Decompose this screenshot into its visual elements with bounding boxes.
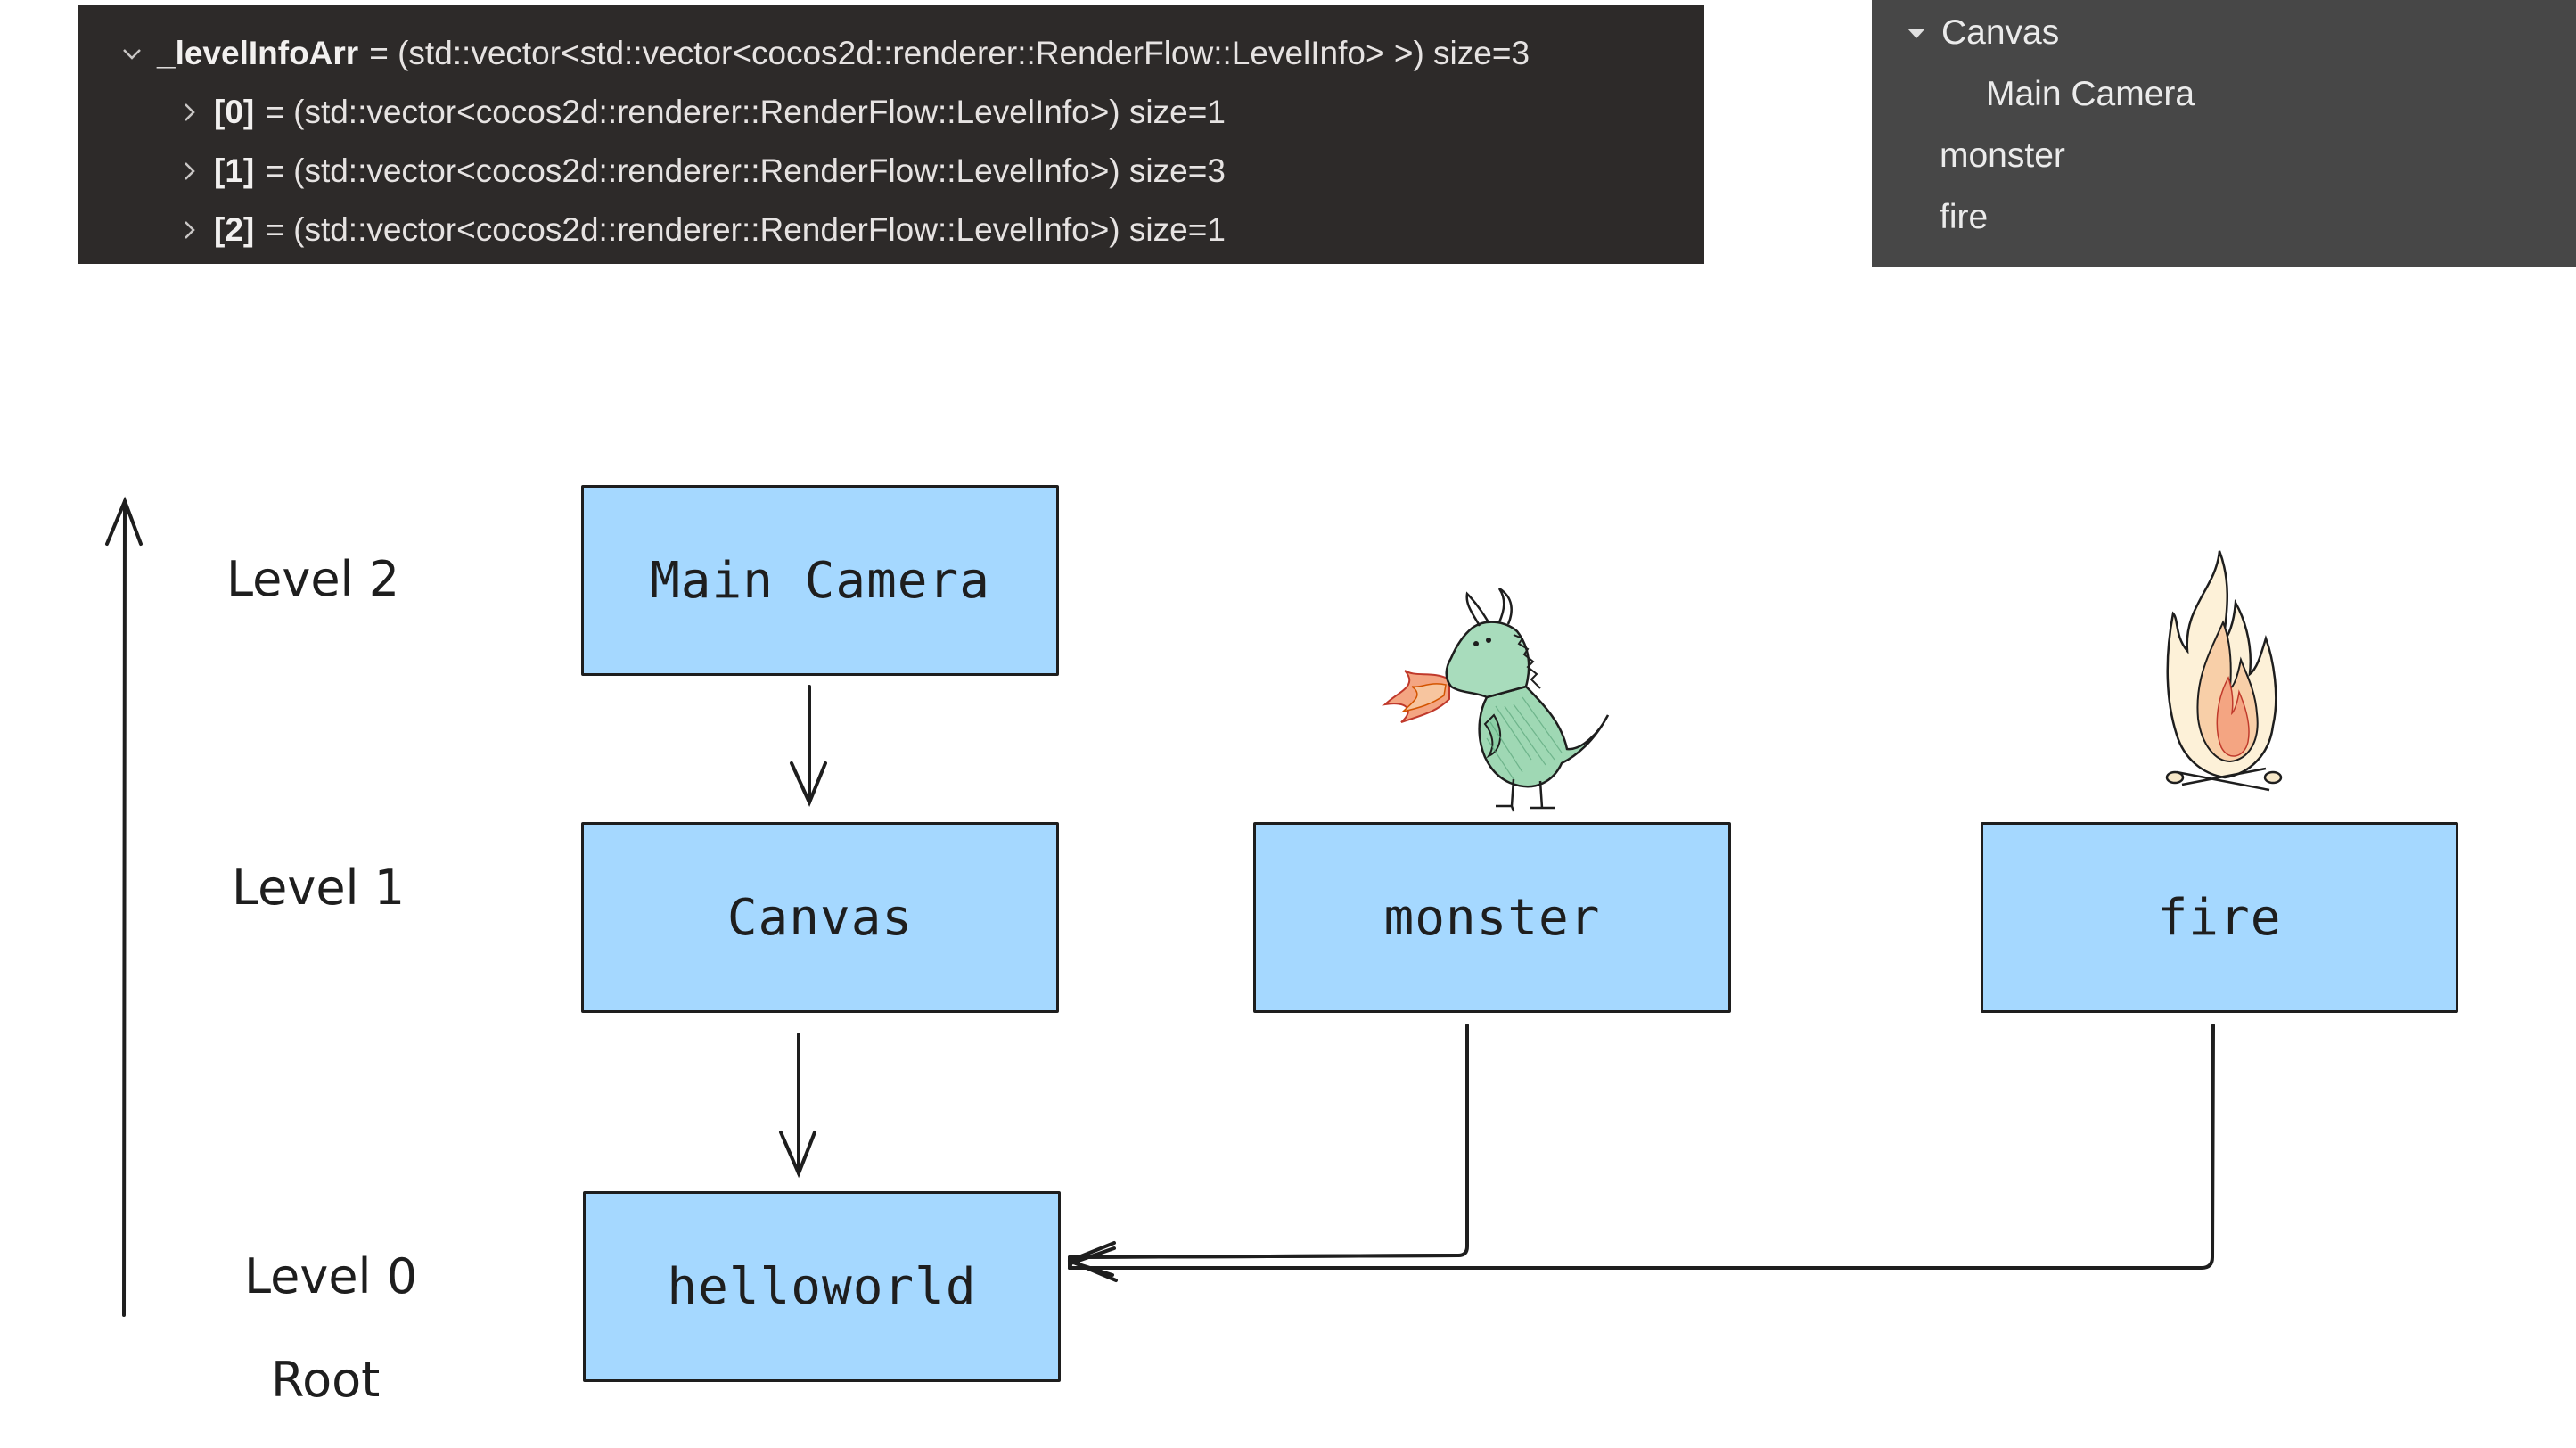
hierarchy-item-label: fire bbox=[1940, 198, 1989, 236]
variable-name: [0] bbox=[214, 94, 255, 130]
arrowhead-into-helloworld bbox=[1068, 1241, 1118, 1282]
campfire-icon bbox=[2165, 550, 2283, 792]
debugger-variables-panel: _levelInfoArr = (std::vector<std::vector… bbox=[78, 5, 1704, 264]
variable-name: [1] bbox=[214, 152, 255, 189]
node-label: fire bbox=[2157, 888, 2282, 947]
node-canvas: Canvas bbox=[581, 822, 1059, 1013]
chevron-right-icon[interactable] bbox=[171, 212, 207, 248]
chevron-right-icon[interactable] bbox=[171, 153, 207, 189]
hierarchy-item-label: Main Camera bbox=[1986, 75, 2195, 113]
render-level-diagram: Level 2 Level 1 Level 0 Root Main Camera… bbox=[0, 419, 2576, 1448]
node-helloworld: helloworld bbox=[583, 1191, 1061, 1382]
arrow-fire-to-helloworld bbox=[1068, 1024, 2215, 1270]
chevron-down-icon[interactable] bbox=[114, 36, 150, 71]
chevron-right-icon[interactable] bbox=[171, 95, 207, 130]
variable-value: = (std::vector<cocos2d::renderer::Render… bbox=[265, 211, 1226, 248]
debug-row-child-2[interactable]: [2] = (std::vector<cocos2d::renderer::Re… bbox=[171, 203, 1226, 257]
node-label: monster bbox=[1383, 888, 1601, 947]
clipped-previous-row bbox=[168, 0, 595, 11]
debug-row-child-1[interactable]: [1] = (std::vector<cocos2d::renderer::Re… bbox=[171, 144, 1226, 198]
variable-value: = (std::vector<std::vector<cocos2d::rend… bbox=[369, 35, 1530, 71]
variable-value: = (std::vector<cocos2d::renderer::Render… bbox=[265, 94, 1226, 130]
hierarchy-item-canvas[interactable]: Canvas bbox=[1904, 6, 2059, 60]
variable-name: [2] bbox=[214, 211, 255, 248]
root-label: Root bbox=[271, 1352, 381, 1408]
node-label: Canvas bbox=[726, 888, 914, 947]
variable-value: = (std::vector<cocos2d::renderer::Render… bbox=[265, 152, 1226, 189]
node-monster: monster bbox=[1253, 822, 1731, 1013]
node-main-camera: Main Camera bbox=[581, 485, 1059, 676]
hierarchy-item-fire[interactable]: fire bbox=[1940, 191, 1988, 244]
level-axis-arrow bbox=[105, 496, 143, 1317]
node-label: Main Camera bbox=[650, 551, 990, 610]
debug-row-child-0[interactable]: [0] = (std::vector<cocos2d::renderer::Re… bbox=[171, 86, 1226, 139]
level-2-label: Level 2 bbox=[226, 551, 400, 607]
level-0-label: Level 0 bbox=[244, 1248, 418, 1304]
hierarchy-item-label: monster bbox=[1940, 136, 2065, 175]
scene-hierarchy-panel: Canvas Main Camera monster fire bbox=[1872, 0, 2576, 267]
triangle-down-icon[interactable] bbox=[1904, 21, 1929, 45]
hierarchy-item-main-camera[interactable]: Main Camera bbox=[1986, 68, 2195, 121]
dragon-monster-icon bbox=[1382, 587, 1610, 812]
arrow-main-camera-to-canvas bbox=[790, 685, 827, 808]
debug-row-levelinfoarr[interactable]: _levelInfoArr = (std::vector<std::vector… bbox=[114, 27, 1530, 80]
arrow-canvas-to-helloworld bbox=[779, 1033, 816, 1179]
hierarchy-item-monster[interactable]: monster bbox=[1940, 129, 2065, 183]
node-fire: fire bbox=[1981, 822, 2458, 1013]
arrow-monster-to-helloworld bbox=[1068, 1024, 1469, 1261]
node-label: helloworld bbox=[667, 1257, 977, 1316]
variable-name: _levelInfoArr bbox=[157, 35, 359, 71]
diagram-connectors bbox=[105, 496, 2215, 1317]
hierarchy-item-label: Canvas bbox=[1941, 13, 2060, 52]
level-1-label: Level 1 bbox=[232, 860, 406, 916]
